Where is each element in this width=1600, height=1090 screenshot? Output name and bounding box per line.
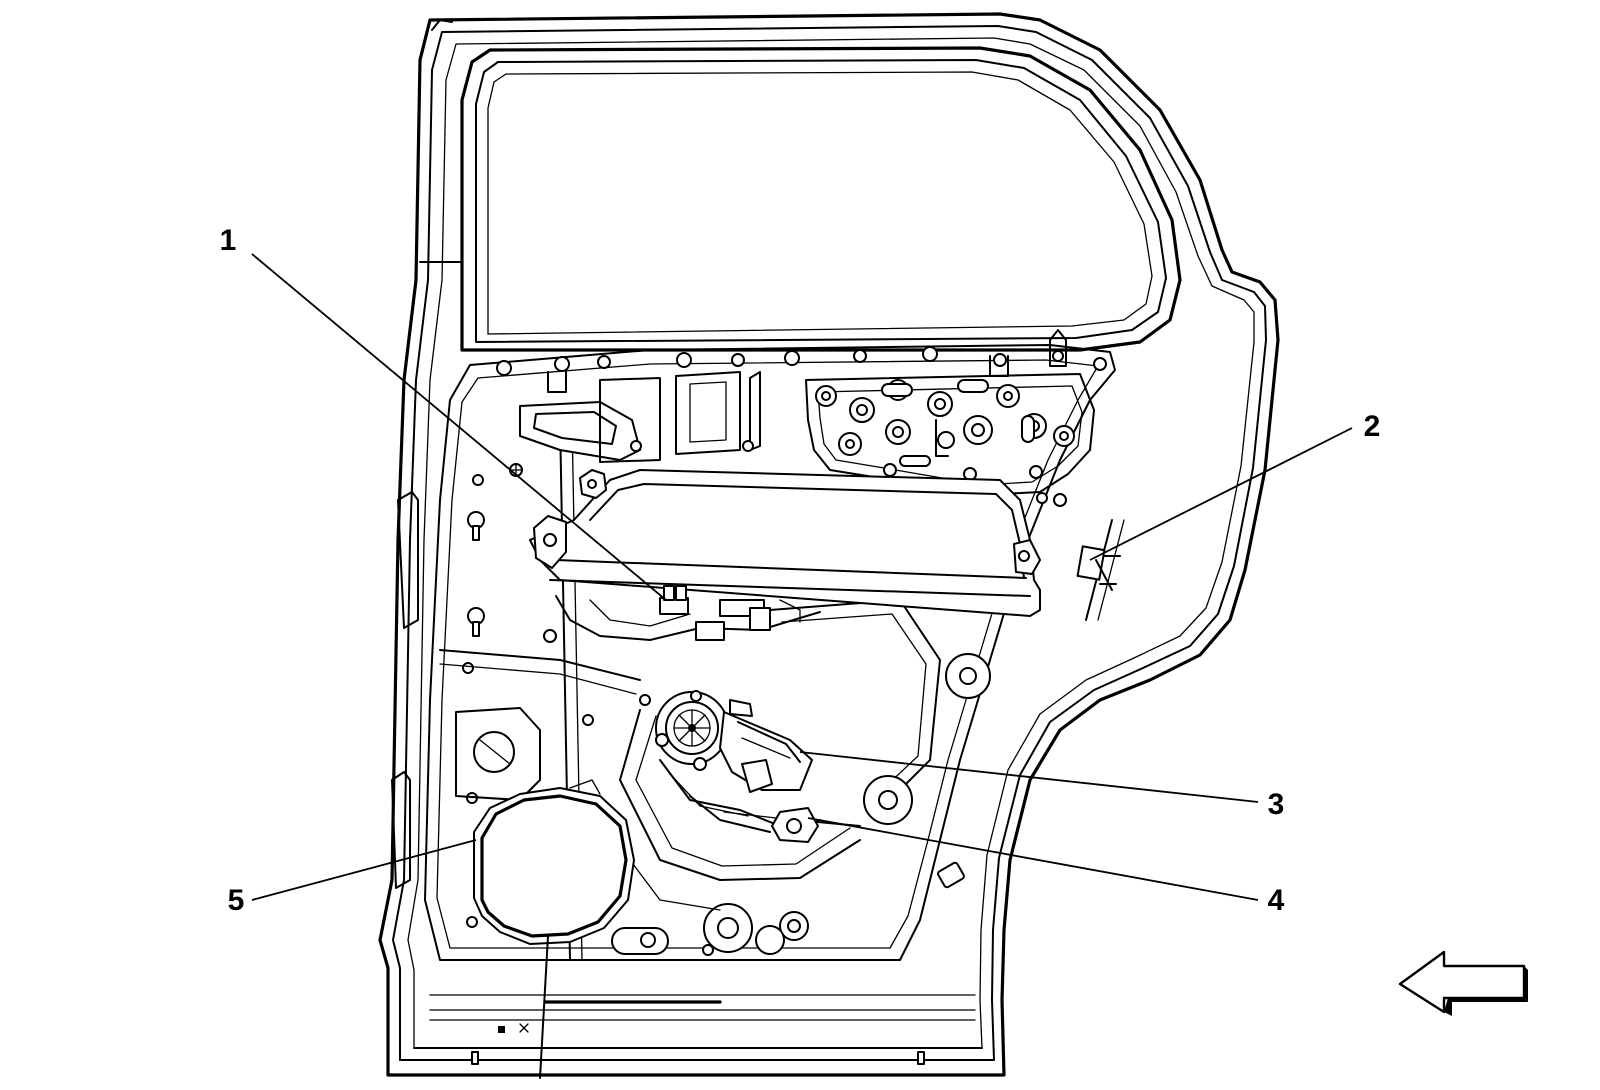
front-direction-arrow-icon [1398,950,1528,1016]
wiring-harness-clip [1076,519,1125,621]
callout-5: 5 [228,884,245,917]
window-regulator-rail [689,795,861,843]
callout-1: 1 [220,224,237,257]
door-speaker [473,779,635,1079]
door-outer-shell [378,12,1280,1077]
callout-labels: 1 2 3 4 5 [220,224,1381,917]
leader-line-4 [807,817,1259,901]
callout-3: 3 [1268,788,1285,821]
leader-line-5 [251,839,477,901]
leader-line-3 [799,751,1259,803]
leader-line-2 [1089,427,1353,561]
inner-door-panel [391,344,1116,961]
inside-handle-bracket [519,371,761,463]
leader-lines [251,253,1353,901]
callout-2: 2 [1364,410,1381,443]
armrest-trim-panel [529,469,1041,641]
leader-line-1 [251,253,667,601]
upper-bolt-row [496,329,1107,393]
callout-4: 4 [1268,884,1285,917]
